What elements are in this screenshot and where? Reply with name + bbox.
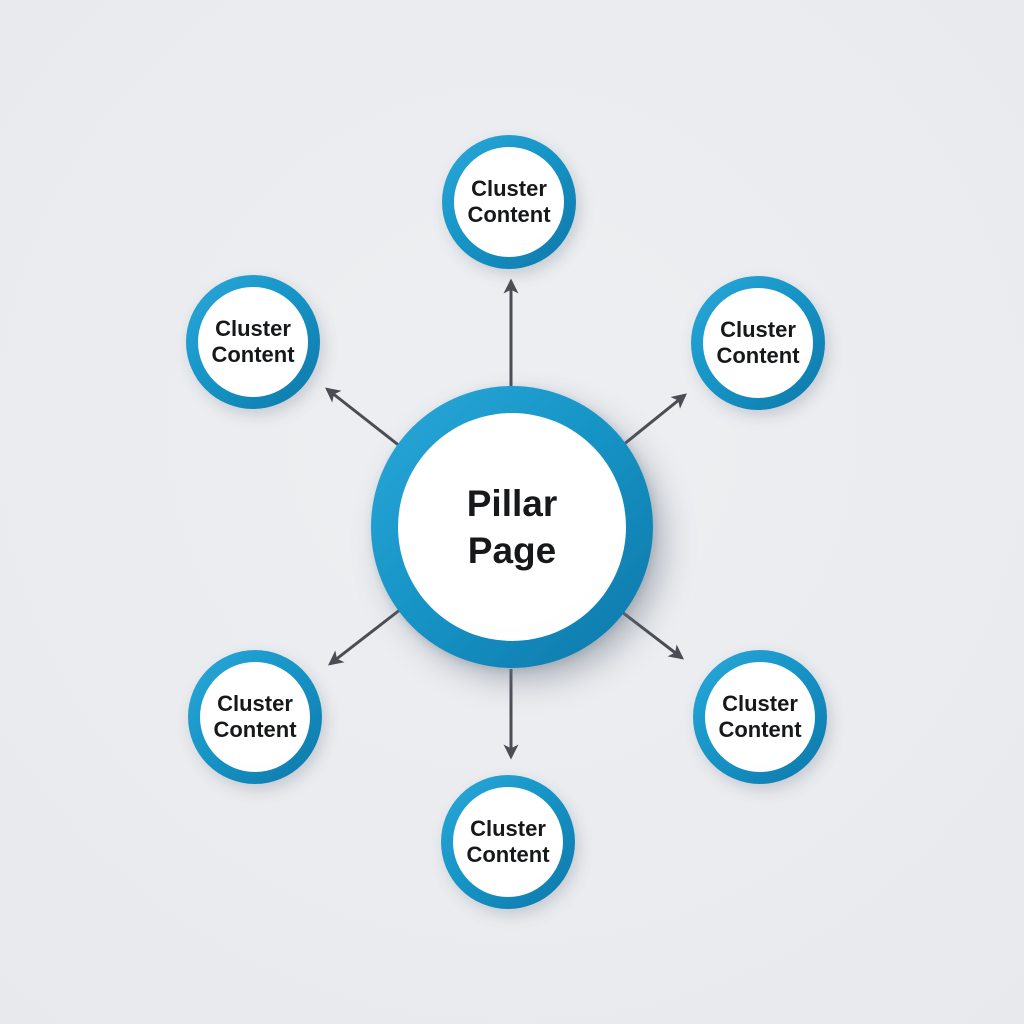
label-line: Content [718,717,802,742]
label-line: Cluster [215,316,291,342]
cluster-content-node-bottom: Cluster Content [441,775,575,909]
label-line: Cluster [471,176,547,202]
label-line: Cluster [217,691,293,717]
pillar-page-label: Pillar Page [467,480,558,575]
cluster-content-label: Cluster Content [213,691,296,743]
label-line: Content [716,343,800,368]
cluster-content-label: Cluster Content [466,816,549,868]
label-line: Cluster [470,816,546,842]
cluster-content-label: Cluster Content [211,316,294,368]
cluster-content-label: Cluster Content [716,317,799,369]
cluster-content-node-upper-left: Cluster Content [186,275,320,409]
cluster-content-node-lower-left: Cluster Content [188,650,322,784]
cluster-content-node-top: Cluster Content [442,135,576,269]
label-line: Content [467,202,551,227]
arrow-center-to-upper-left [325,387,402,449]
arrow-center-to-lower-right [621,610,684,660]
label-line: Content [213,717,297,742]
cluster-content-label: Cluster Content [718,691,801,743]
label-line: Cluster [720,317,796,343]
arrow-center-to-lower-left [328,607,402,666]
label-line: Pillar [466,482,558,524]
label-line: Page [467,530,557,571]
label-line: Content [211,342,295,367]
arrow-center-to-upper-right [622,393,687,447]
pillar-page-node: Pillar Page [371,386,653,668]
cluster-content-label: Cluster Content [467,176,550,228]
label-line: Content [466,842,550,867]
cluster-content-node-lower-right: Cluster Content [693,650,827,784]
label-line: Cluster [722,691,798,717]
cluster-content-node-upper-right: Cluster Content [691,276,825,410]
